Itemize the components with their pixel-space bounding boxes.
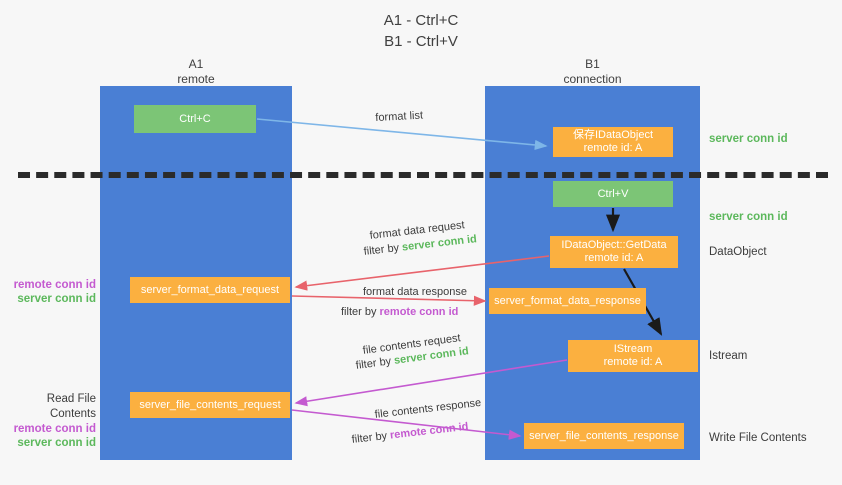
title-line-1: A1 - Ctrl+C [383, 12, 459, 29]
lane-header-b1-sub: connection [563, 72, 622, 86]
left-remote-conn-id-1: remote conn id [13, 279, 96, 291]
node-ctrl-v[interactable]: Ctrl+V [553, 181, 673, 207]
node-server-file-contents-request-label: server_file_contents_request [139, 398, 281, 411]
edge-label-format-data-response: format data response [363, 286, 467, 298]
node-server-file-contents-request[interactable]: server_file_contents_request [130, 392, 290, 418]
phase-separator-dashed-line [18, 172, 828, 178]
lane-header-a1-name: A1 [188, 57, 204, 71]
node-server-format-data-request-label: server_format_data_request [140, 283, 280, 296]
node-save-idataobject[interactable]: 保存IDataObject remote id: A [553, 127, 673, 157]
title-line-2: B1 - Ctrl+V [384, 33, 458, 50]
node-save-idataobject-label: 保存IDataObject [572, 129, 654, 141]
left-annotation-file-contents: Read File Contents remote conn id server… [8, 392, 96, 450]
node-ctrl-c-label: Ctrl+C [179, 112, 211, 125]
label-istream: Istream [709, 350, 748, 362]
node-server-format-data-response-label: server_format_data_response [494, 294, 641, 307]
filter-prefix-2: filter by [341, 306, 380, 318]
arrow-format-data-request [294, 255, 550, 291]
node-idataobject-getdata-sub: remote id: A [584, 252, 644, 264]
node-istream[interactable]: IStream remote id: A [568, 340, 698, 372]
lane-header-a1-sub: remote [177, 72, 215, 86]
node-istream-label: IStream [613, 343, 653, 355]
left-annotation-format-data: remote conn id server conn id [8, 278, 96, 306]
lane-header-b1: B1 connection [485, 57, 700, 87]
node-server-file-contents-response-label: server_file_contents_response [529, 429, 679, 442]
left-server-conn-id-1: server conn id [17, 293, 96, 305]
node-server-format-data-response[interactable]: server_format_data_response [489, 288, 646, 314]
lane-header-b1-name: B1 [585, 57, 600, 71]
label-dataobject: DataObject [709, 246, 767, 258]
label-server-conn-id-mid: server conn id [709, 211, 788, 223]
label-server-conn-id-top: server conn id [709, 133, 788, 145]
node-server-file-contents-response[interactable]: server_file_contents_response [524, 423, 684, 449]
filter-value-2: remote conn id [379, 306, 459, 318]
edge-label-format-data-response-filter: filter by remote conn id [341, 305, 458, 319]
node-ctrl-v-label: Ctrl+V [597, 187, 629, 200]
lane-header-a1: A1 remote [100, 57, 292, 87]
node-server-format-data-request[interactable]: server_format_data_request [130, 277, 290, 303]
arrow-file-contents-response [291, 409, 522, 440]
arrow-format-data-response [291, 295, 487, 306]
edge-label-format-list: format list [375, 109, 424, 124]
node-ctrl-c[interactable]: Ctrl+C [134, 105, 256, 133]
left-remote-conn-id-2: remote conn id [13, 423, 96, 435]
left-read-file-contents: Read File Contents [46, 393, 96, 420]
diagram-title: A1 - Ctrl+C B1 - Ctrl+V [0, 10, 842, 52]
left-server-conn-id-2: server conn id [17, 437, 96, 449]
arrow-format-list [256, 118, 548, 151]
arrow-file-contents-request [294, 359, 568, 407]
node-idataobject-getdata[interactable]: IDataObject::GetData remote id: A [550, 236, 678, 268]
label-write-file-contents: Write File Contents [709, 432, 807, 444]
node-save-idataobject-sub: remote id: A [583, 142, 643, 154]
node-istream-sub: remote id: A [603, 356, 663, 368]
node-idataobject-getdata-label: IDataObject::GetData [561, 239, 667, 251]
